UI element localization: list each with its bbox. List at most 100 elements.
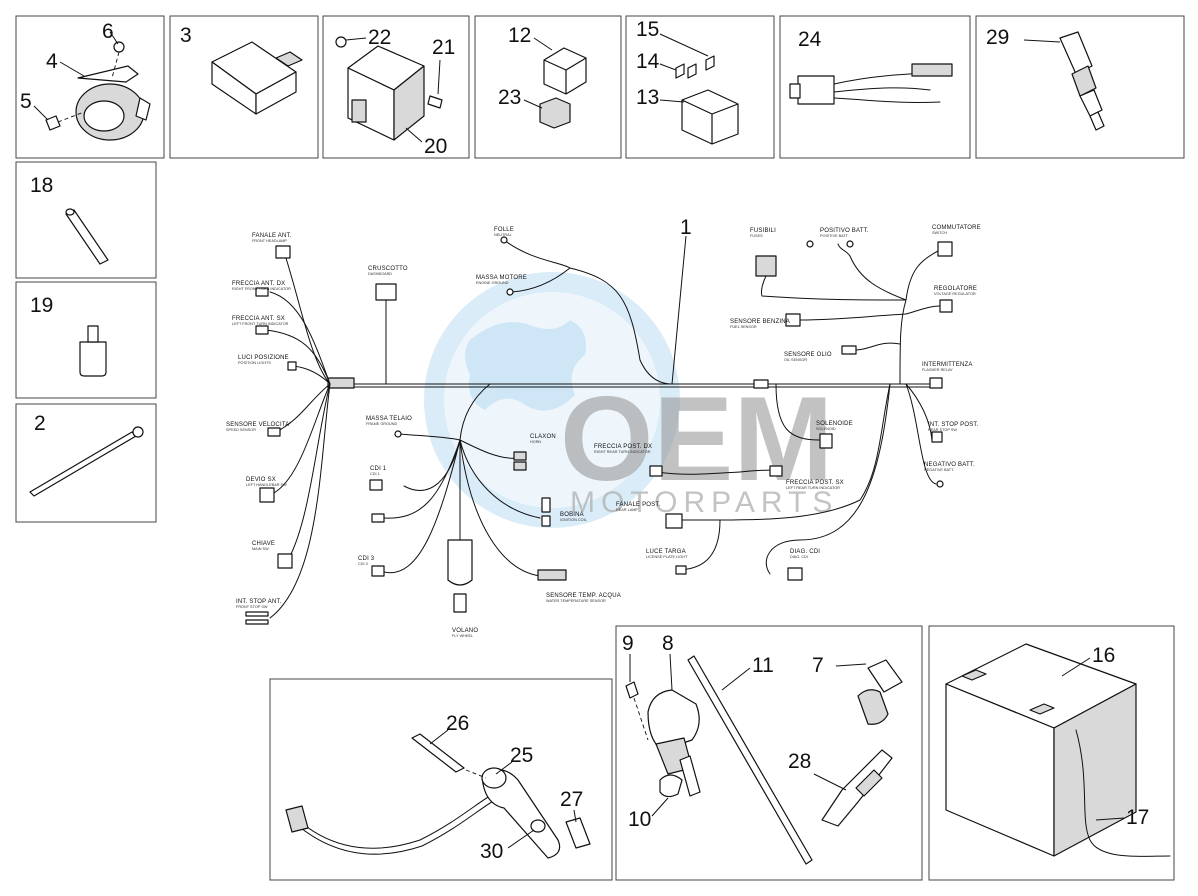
label-cruscotto: CRUSCOTTO xyxy=(368,266,408,272)
label-fusibili: FUSIBILI xyxy=(750,228,776,234)
part-number: 15 xyxy=(636,18,659,41)
box-fuses xyxy=(625,15,775,159)
svg-text:LEFT HANDLEBAR SW: LEFT HANDLEBAR SW xyxy=(246,483,287,487)
svg-text:DIAG. CDI: DIAG. CDI xyxy=(790,555,808,559)
label-massa-telaio: MASSA TELAIO xyxy=(366,416,412,422)
svg-text:FLASHER RELAY: FLASHER RELAY xyxy=(922,368,953,372)
part-number: 11 xyxy=(752,654,774,677)
part-number: 3 xyxy=(180,24,192,47)
label-solenoide: SOLENOIDE xyxy=(816,421,853,427)
svg-text:FLY WHEEL: FLY WHEEL xyxy=(452,634,473,638)
label-chiave: CHIAVE xyxy=(252,541,275,547)
label-massa-motore: MASSA MOTORE xyxy=(476,275,527,281)
svg-text:FRONT HEADLAMP: FRONT HEADLAMP xyxy=(252,239,287,243)
temperature-sensor-drawing xyxy=(1059,31,1105,131)
box-sensor-harness xyxy=(779,15,971,159)
svg-text:ENGINE GROUND: ENGINE GROUND xyxy=(476,281,509,285)
label-freccia-post-dx: FRECCIA POST. DX xyxy=(594,444,652,450)
svg-text:SPEED SENSOR: SPEED SENSOR xyxy=(226,428,256,432)
box-temp-sensor xyxy=(975,15,1185,159)
part-number: 17 xyxy=(1126,806,1149,829)
svg-text:DASHBOARD: DASHBOARD xyxy=(368,272,392,276)
harness-connector-main xyxy=(327,377,355,389)
box-regulator xyxy=(322,15,470,159)
svg-text:POSITION LIGHTS: POSITION LIGHTS xyxy=(238,361,271,365)
part-number: 10 xyxy=(628,808,651,831)
sensor-harness-drawing xyxy=(789,63,953,105)
box-cdi xyxy=(169,15,319,159)
label-luci-posizione: LUCI POSIZIONE xyxy=(238,355,289,361)
part-number: 1 xyxy=(680,216,692,239)
part-number: 8 xyxy=(662,632,674,655)
label-claxon: CLAXON xyxy=(530,434,556,440)
part-number: 14 xyxy=(636,50,660,73)
part-number: 7 xyxy=(812,654,824,677)
svg-text:WATER TEMPERATURE SENSOR: WATER TEMPERATURE SENSOR xyxy=(546,599,606,603)
label-bobina: BOBINA xyxy=(560,512,584,518)
svg-text:IGNITION COIL: IGNITION COIL xyxy=(560,518,587,522)
svg-text:VOLTAGE REGULATOR: VOLTAGE REGULATOR xyxy=(934,292,976,296)
part-number: 12 xyxy=(508,24,531,47)
svg-text:FUSES: FUSES xyxy=(750,234,763,238)
label-freccia-ant-sx: FRECCIA ANT. SX xyxy=(232,316,285,322)
label-devio-sx: DEVIO SX xyxy=(246,477,276,483)
watermark-logo: OEM MOTORPARTS xyxy=(424,272,838,528)
label-fanale-ant: FANALE ANT. xyxy=(252,233,292,239)
part-number: 4 xyxy=(46,50,58,73)
label-regolatore: REGOLATORE xyxy=(934,286,977,292)
part-number: 29 xyxy=(986,26,1009,49)
label-freccia-ant-dx: FRECCIA ANT. DX xyxy=(232,281,285,287)
battery-drawing xyxy=(945,643,1171,857)
svg-text:CDI 1: CDI 1 xyxy=(370,472,380,476)
part-number: 19 xyxy=(30,294,53,317)
part-number: 30 xyxy=(480,840,503,863)
label-cdi-1: CDI 1 xyxy=(370,466,387,472)
ignition-lock-drawing xyxy=(45,41,151,141)
label-commutatore: COMMUTATORE xyxy=(932,225,981,231)
wiring-harness xyxy=(245,235,953,625)
part-number: 23 xyxy=(498,86,521,109)
label-positivo-batt: POSITIVO BATT. xyxy=(820,228,869,234)
watermark-sub: MOTORPARTS xyxy=(570,486,838,519)
label-int-stop-post: INT. STOP POST. xyxy=(928,422,979,428)
part-number: 20 xyxy=(424,135,447,158)
relay-drawing xyxy=(539,47,587,129)
svg-text:LEFT FRONT TURN INDICATOR: LEFT FRONT TURN INDICATOR xyxy=(232,322,289,326)
svg-text:REAR STOP SW: REAR STOP SW xyxy=(928,428,957,432)
box-grease xyxy=(15,281,157,399)
part-number: 27 xyxy=(560,788,583,811)
svg-text:SWITCH: SWITCH xyxy=(932,231,947,235)
svg-text:NEGATIVE BATT.: NEGATIVE BATT. xyxy=(924,468,954,472)
label-cdi-3: CDI 3 xyxy=(358,556,375,562)
grease-bag-drawing xyxy=(79,325,107,377)
svg-text:HORN: HORN xyxy=(530,440,541,444)
label-negativo-batt: NEGATIVO BATT. xyxy=(924,462,975,468)
box-ignition-coil xyxy=(615,625,923,881)
svg-text:LEFT REAR TURN INDICATOR: LEFT REAR TURN INDICATOR xyxy=(786,486,840,490)
label-diag-cdi: DIAG. CDI xyxy=(790,549,820,555)
tube-drawing xyxy=(65,208,109,265)
label-intermittenza: INTERMITTENZA xyxy=(922,362,973,368)
svg-text:FRONT STOP SW: FRONT STOP SW xyxy=(236,605,268,609)
box-cable-tie xyxy=(15,403,157,523)
svg-text:OIL SENSOR: OIL SENSOR xyxy=(784,358,807,362)
label-luce-targa: LUCE TARGA xyxy=(646,549,686,555)
part-number: 21 xyxy=(432,36,455,59)
label-sensore-benzina: SENSORE BENZINA xyxy=(730,319,790,325)
svg-text:REAR LAMP: REAR LAMP xyxy=(616,508,638,512)
label-int-stop-ant: INT. STOP ANT. xyxy=(236,599,282,605)
svg-text:FRAME GROUND: FRAME GROUND xyxy=(366,422,397,426)
box-battery xyxy=(928,625,1175,881)
svg-text:NEUTRAL: NEUTRAL xyxy=(494,233,512,237)
regulator-drawing xyxy=(335,36,443,141)
svg-text:CDI 3: CDI 3 xyxy=(358,562,368,566)
part-number: 9 xyxy=(622,632,634,655)
watermark-brand: OEM xyxy=(560,372,833,506)
part-number: 18 xyxy=(30,174,53,197)
part-number: 28 xyxy=(788,750,811,773)
box-ignition-lock xyxy=(15,15,165,159)
part-number: 22 xyxy=(368,26,391,49)
part-number: 26 xyxy=(446,712,469,735)
label-sensore-olio: SENSORE OLIO xyxy=(784,352,832,358)
